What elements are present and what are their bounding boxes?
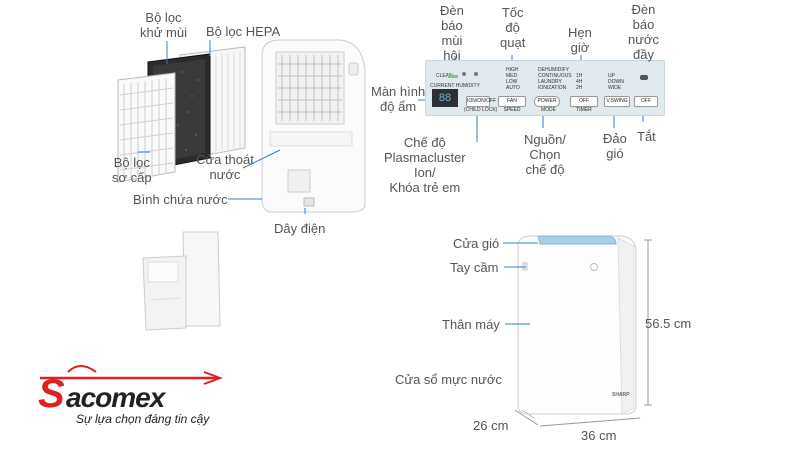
odor-indicator [462, 72, 466, 76]
key-indicator [474, 72, 478, 76]
off-button[interactable]: OFF [634, 96, 658, 107]
device-front-view [517, 235, 637, 419]
timer-label-2h: 2H [576, 85, 583, 91]
ion-onoff-button[interactable]: ION/ON/OFF [466, 96, 496, 107]
mode-label-low: LOW [506, 79, 518, 85]
control-panel: CLEAN CURRENT HUMIDITY 88 ION/ON/OFF (CH… [425, 60, 665, 116]
label-water-window: Cửa sổ mực nước [395, 372, 502, 387]
dimension-height: 56.5 cm [645, 316, 692, 331]
swing-label-wide: WIDE [608, 85, 622, 91]
sacomex-logo: S acomex [30, 372, 230, 430]
child-lock-label: (CHILD LOCK) [464, 107, 498, 113]
power-mode-sublabel: MODE [541, 107, 556, 113]
timer-label-1h: 1H [576, 73, 583, 79]
mode-label-med: MED [506, 73, 518, 79]
label-off: Tắt [637, 129, 656, 144]
dehumid-label-0: DEHUMIDIFY [538, 67, 570, 73]
dehumid-label-2: LAUNDRY [538, 79, 562, 85]
timer-label-4h: 4H [576, 79, 583, 85]
swing-label-down: DOWN [608, 79, 624, 85]
fan-speed-button[interactable]: FAN SPEED [498, 96, 526, 113]
primary-filter [117, 72, 176, 183]
clean-indicator [448, 75, 458, 78]
panel-clean-label: CLEAN [436, 73, 453, 79]
label-handle: Tay cầm [450, 260, 499, 275]
dimension-width: 36 cm [581, 428, 617, 443]
v-swing-button[interactable]: V.SWING [604, 96, 630, 107]
logo-tagline: Sự lựa chọn đáng tin cậy [76, 412, 210, 426]
label-air-outlet: Cửa gió [453, 236, 500, 251]
label-hepa-filter: Bộ lọc HEPA [206, 24, 281, 39]
swing-label-up: UP [608, 73, 615, 79]
dehumid-label-1: CONTINUOUS [538, 73, 572, 79]
logo-cart-icon [40, 365, 223, 385]
dimension-depth: 26 cm [473, 418, 509, 433]
dimension-lines [514, 239, 652, 427]
label-power-cord: Dây điện [274, 221, 326, 236]
dehumid-label-3: IONIZATION [538, 85, 567, 91]
label-body: Thân máy [442, 317, 500, 332]
label-water-tank: Bình chứa nước [133, 192, 228, 207]
full-tank-indicator [640, 75, 648, 80]
mode-label-high: HIGH [506, 67, 519, 73]
logo-initial: S [38, 372, 65, 416]
logo-text: acomex [66, 382, 165, 413]
panel-humidity-label: CURRENT HUMIDITY [430, 83, 480, 89]
power-mode-button[interactable]: POWER [534, 96, 560, 107]
mode-label-auto: AUTO [506, 85, 520, 91]
device-brand-label: SHARP [612, 392, 630, 398]
humidity-display: 88 [432, 89, 458, 107]
device-back-view [261, 39, 366, 213]
off-timer-button[interactable]: OFF TIMER [570, 96, 598, 113]
water-tank-illustration [142, 231, 221, 331]
